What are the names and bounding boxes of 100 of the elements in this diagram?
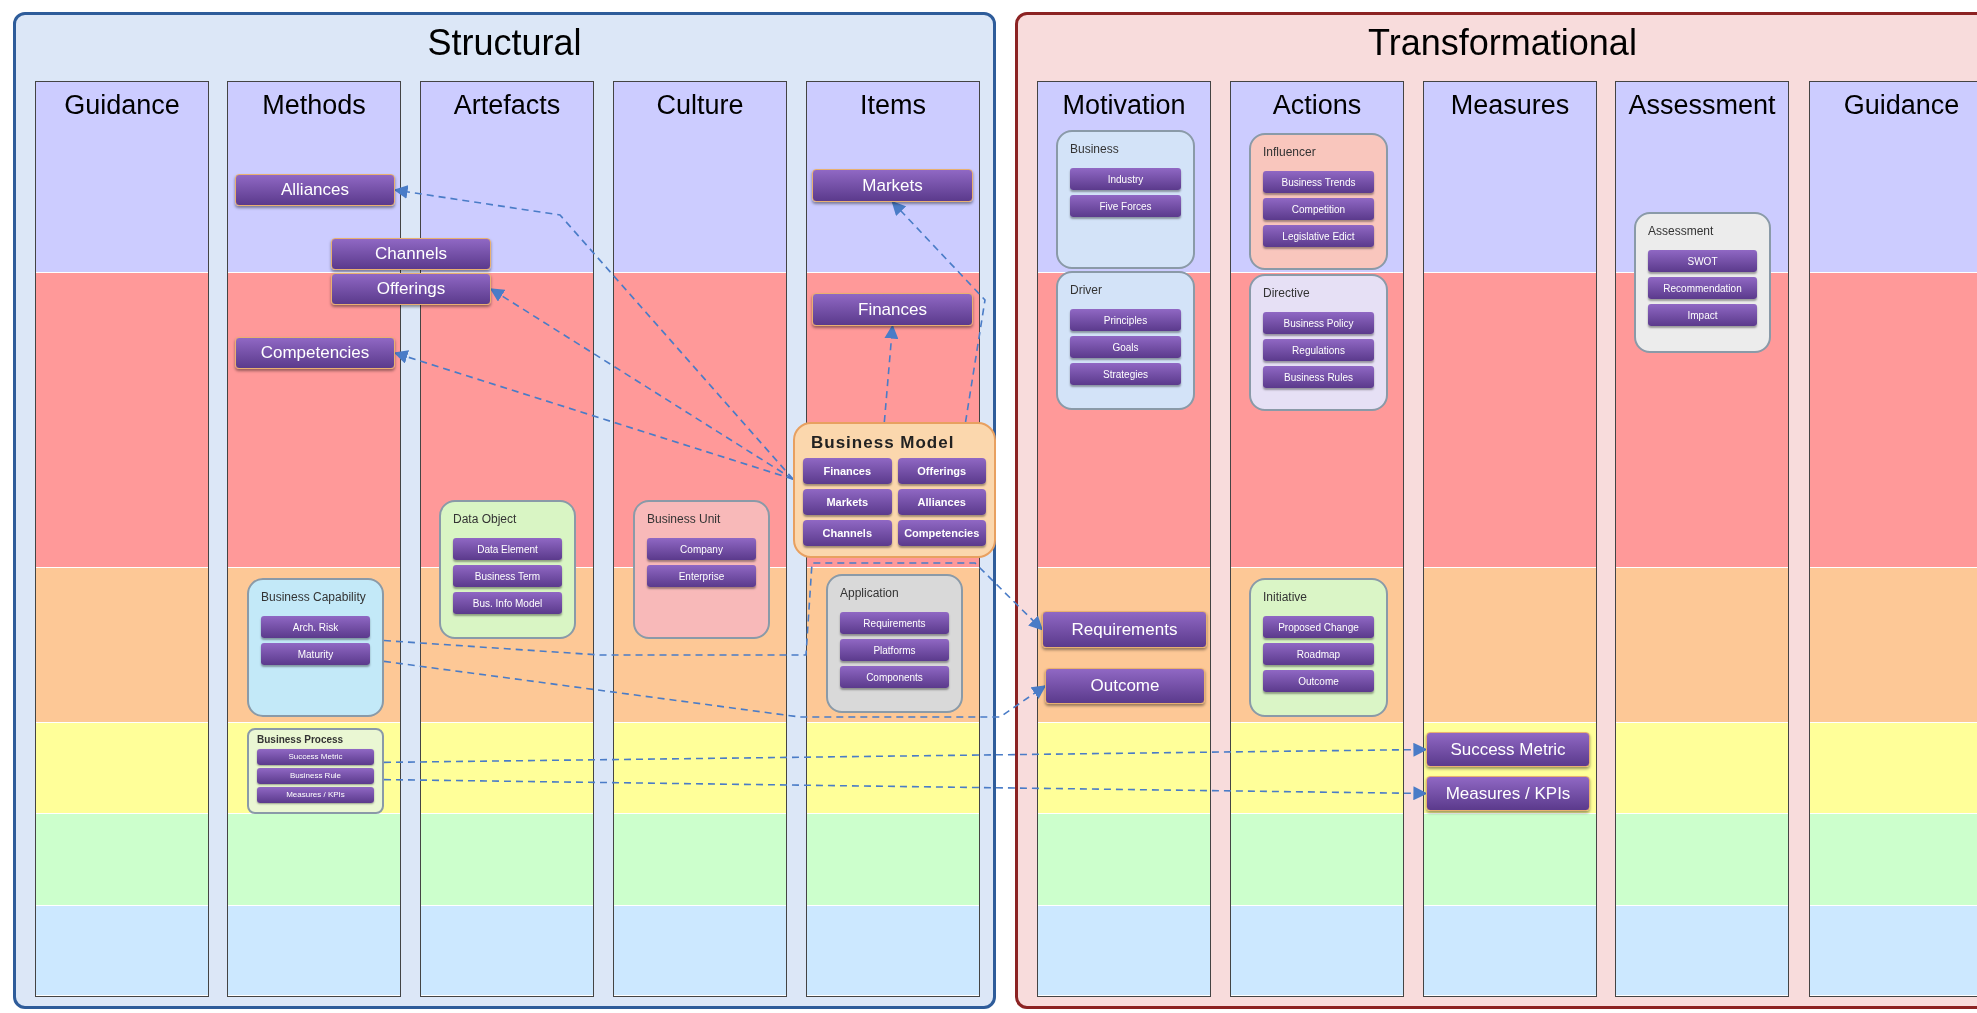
group-card — [793, 422, 996, 558]
element-tag: Strategies — [1070, 363, 1181, 385]
card-title: Directive — [1263, 286, 1311, 301]
element-tag: Impact — [1648, 304, 1757, 326]
column-heading: Actions — [1272, 89, 1362, 122]
element-tag: Requirements — [840, 612, 949, 634]
element-tag: Goals — [1070, 336, 1181, 358]
element-tag: Roadmap — [1263, 643, 1374, 665]
group-card — [1249, 133, 1388, 270]
group-card — [439, 500, 576, 639]
element-tag: Business Rules — [1263, 366, 1374, 388]
connector-arrow — [393, 350, 794, 480]
card-title: Business — [1070, 142, 1120, 157]
card-title: Influencer — [1263, 145, 1317, 160]
column-heading: Culture — [656, 89, 744, 122]
element-tag: Enterprise — [647, 565, 756, 587]
element-tag: Success Metric — [257, 749, 374, 765]
element-tag: Business Term — [453, 565, 562, 587]
column-heading: Methods — [262, 89, 366, 122]
element-tag: Measures / KPIs — [1426, 776, 1590, 811]
swimlane-column — [1615, 81, 1789, 997]
element-tag: Five Forces — [1070, 195, 1181, 217]
connector-arrow — [883, 324, 899, 423]
group-card — [1249, 274, 1388, 411]
element-tag: Data Element — [453, 538, 562, 560]
card-title: Business Model — [810, 432, 956, 454]
element-tag: Outcome — [1045, 668, 1205, 704]
swimlane-column — [1037, 81, 1211, 997]
element-tag: Maturity — [261, 643, 370, 665]
element-tag: Principles — [1070, 309, 1181, 331]
element-tag: Channels — [331, 238, 491, 270]
card-title: Business Unit — [647, 512, 722, 527]
element-tag: Measures / KPIs — [257, 787, 374, 803]
card-title: Business Process — [257, 733, 345, 746]
element-tag: Finances — [812, 293, 973, 326]
element-tag: Components — [840, 666, 949, 688]
element-tag: Markets — [803, 489, 892, 515]
element-tag: Business Rule — [257, 768, 374, 784]
element-tag: Alliances — [897, 489, 986, 515]
element-tag: Offerings — [331, 273, 491, 305]
section-title: Structural — [427, 21, 582, 65]
element-tag: Bus. Info Model — [453, 592, 562, 614]
column-heading: Measures — [1450, 89, 1570, 122]
column-heading: Guidance — [64, 89, 180, 122]
element-tag: Platforms — [840, 639, 949, 661]
element-tag: Company — [647, 538, 756, 560]
group-card — [1056, 130, 1195, 269]
column-heading: Artefacts — [453, 89, 561, 122]
element-tag: Competencies — [235, 337, 395, 369]
element-tag: Regulations — [1263, 339, 1374, 361]
element-tag: Requirements — [1042, 611, 1207, 648]
element-tag: Finances — [803, 458, 892, 484]
element-tag: SWOT — [1648, 250, 1757, 272]
group-card — [826, 574, 963, 713]
section-title: Transformational — [1368, 21, 1637, 65]
connector-arrow — [383, 778, 1428, 801]
element-tag: Outcome — [1263, 670, 1374, 692]
group-card — [1056, 271, 1195, 410]
card-title: Application — [840, 586, 900, 601]
element-tag: Alliances — [235, 174, 395, 206]
swimlane-column — [613, 81, 787, 997]
element-tag: Recommendation — [1648, 277, 1757, 299]
card-title: Driver — [1070, 283, 1103, 298]
element-tag: Business Trends — [1263, 171, 1374, 193]
element-tag: Proposed Change — [1263, 616, 1374, 638]
column-heading: Assessment — [1628, 89, 1776, 122]
element-tag: Success Metric — [1426, 732, 1590, 767]
element-tag: Arch. Risk — [261, 616, 370, 638]
element-tag: Business Policy — [1263, 312, 1374, 334]
connector-arrow — [383, 742, 1428, 764]
connector-arrow — [393, 184, 794, 480]
card-title: Assessment — [1648, 224, 1715, 239]
card-title: Business Capability — [261, 590, 367, 605]
group-card — [1249, 578, 1388, 717]
swimlane-column — [1230, 81, 1404, 997]
column-heading: Items — [860, 89, 926, 122]
group-card — [1634, 212, 1771, 353]
section-panel — [13, 12, 996, 1009]
section-panel — [1015, 12, 1977, 1009]
element-tag: Competencies — [897, 520, 986, 546]
element-tag: Industry — [1070, 168, 1181, 190]
group-card — [247, 578, 384, 717]
element-tag: Competition — [1263, 198, 1374, 220]
connector-arrow — [891, 201, 986, 423]
element-tag: Markets — [812, 169, 973, 202]
group-card — [247, 728, 384, 814]
connector-arrow — [383, 562, 1043, 656]
card-title: Initiative — [1263, 590, 1309, 605]
element-tag: Legislative Edict — [1263, 225, 1374, 247]
swimlane-column — [35, 81, 209, 997]
column-heading: Motivation — [1062, 89, 1186, 122]
swimlane-column — [1423, 81, 1597, 997]
connector-arrow — [383, 660, 1047, 718]
element-tag: Channels — [803, 520, 892, 546]
swimlane-column — [1809, 81, 1977, 997]
group-card — [633, 500, 770, 639]
element-tag: Offerings — [897, 458, 986, 484]
card-title: Data Object — [453, 512, 518, 527]
column-heading: Guidance — [1843, 89, 1960, 122]
connector-arrow — [489, 288, 794, 480]
